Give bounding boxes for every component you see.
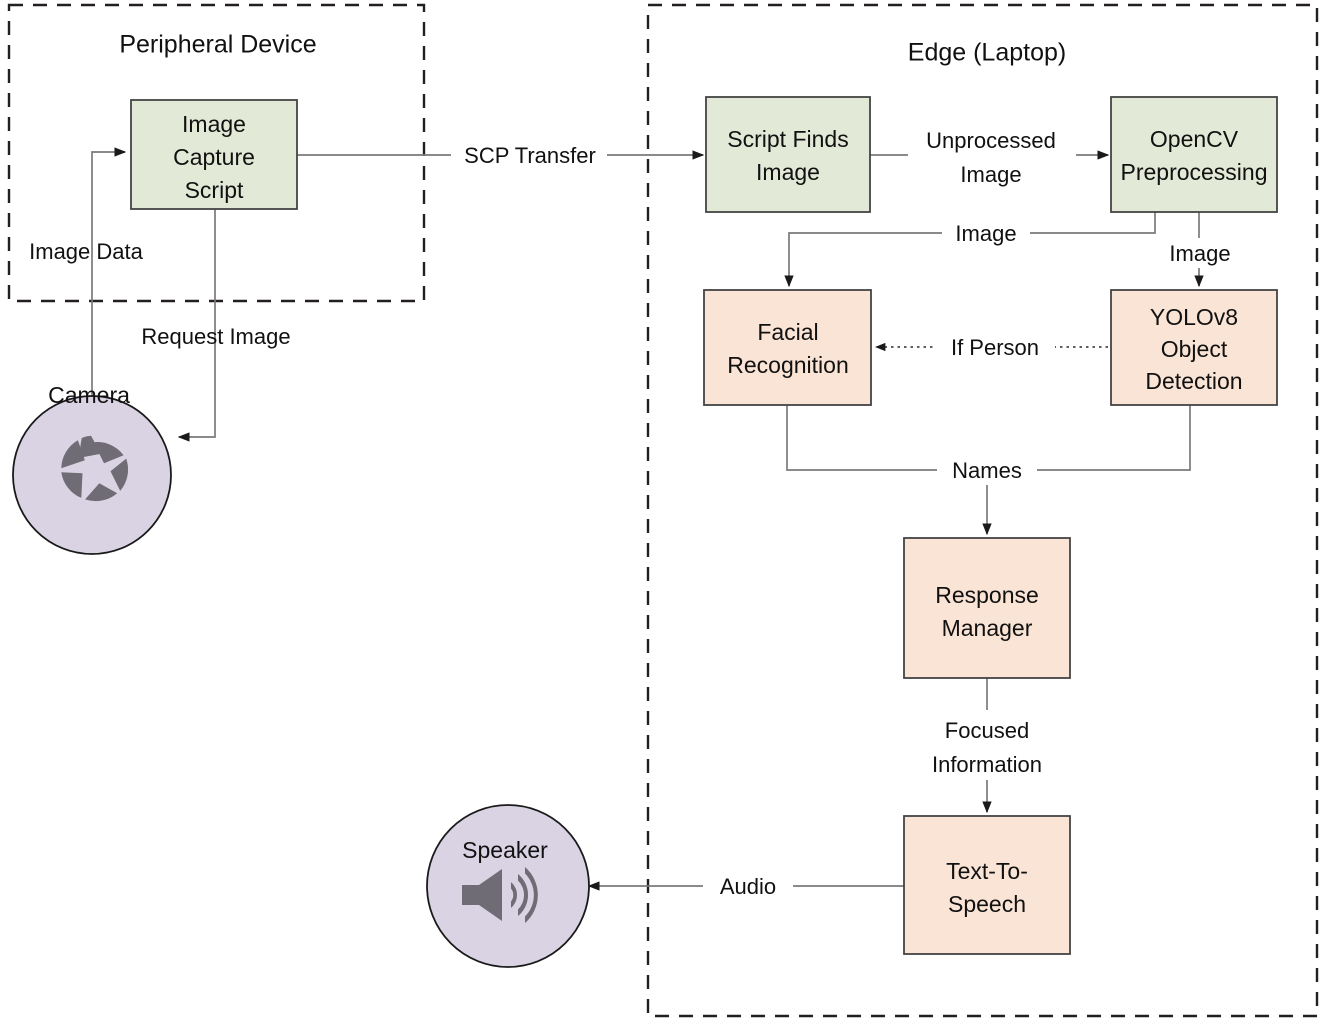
edge-label-if-person: If Person [951, 335, 1039, 360]
group-frame-peripheral-device [7, 3, 426, 303]
node-script-finds-image[interactable]: Script Finds Image [705, 96, 871, 213]
edge-if-person: If Person [874, 332, 1108, 362]
edge-image-data: Image Data [29, 147, 144, 398]
node-label-text-to-speech-line1: Text-To- [946, 858, 1028, 884]
node-circle-speaker[interactable] [426, 804, 590, 968]
node-label-facial-recognition-line1: Facial [757, 319, 818, 345]
edge-label-request-image: Request Image [141, 324, 290, 349]
edge-request-image: Request Image [141, 209, 291, 442]
node-rect-facial-recognition[interactable] [703, 289, 872, 406]
group-title-edge-laptop: Edge (Laptop) [908, 39, 1066, 67]
edge-names: Names [786, 404, 1191, 536]
edge-label-focused-information-line2: Information [932, 752, 1042, 777]
node-rect-image-capture-script[interactable] [130, 99, 298, 210]
node-circle-camera[interactable] [12, 395, 172, 555]
edge-label-bg-scp-transfer [451, 140, 607, 170]
aperture-icon [61, 435, 129, 502]
speaker-icon [462, 867, 538, 923]
node-label-opencv-preprocessing-line2: Preprocessing [1120, 159, 1267, 185]
edge-label-image-to-yolov8: Image [1169, 241, 1230, 266]
edge-label-bg-if-person [935, 332, 1055, 362]
node-facial-recognition[interactable]: Facial Recognition [703, 289, 872, 406]
edge-label-bg-audio [703, 871, 793, 901]
node-opencv-preprocessing[interactable]: OpenCV Preprocessing [1110, 96, 1278, 213]
edge-focused-information: Focused Information [903, 678, 1073, 814]
group-title-peripheral-device: Peripheral Device [119, 31, 316, 59]
node-rect-text-to-speech[interactable] [903, 815, 1071, 955]
edge-label-focused-information-line1: Focused [945, 718, 1029, 743]
node-yolov8-object-detection[interactable]: YOLOv8 Object Detection [1110, 289, 1278, 406]
edge-label-names: Names [952, 458, 1022, 483]
node-rect-opencv-preprocessing[interactable] [1110, 96, 1278, 213]
node-label-yolov8-line3: Detection [1145, 368, 1242, 394]
node-label-image-capture-script-line1: Image [182, 111, 246, 137]
node-label-yolov8-line1: YOLOv8 [1150, 304, 1238, 330]
node-label-response-manager-line2: Manager [942, 615, 1033, 641]
node-response-manager[interactable]: Response Manager [903, 537, 1071, 679]
node-label-yolov8-line2: Object [1161, 336, 1228, 362]
edge-label-bg-focused-information [903, 710, 1073, 780]
edge-scp-transfer: SCP Transfer [297, 140, 705, 170]
node-label-speaker: Speaker [462, 837, 548, 863]
edge-unprocessed-image: Unprocessed Image [870, 120, 1110, 190]
node-label-script-finds-image-line1: Script Finds [727, 126, 848, 152]
node-label-image-capture-script-line2: Capture [173, 144, 255, 170]
node-rect-yolov8-object-detection[interactable] [1110, 289, 1278, 406]
edge-label-scp-transfer: SCP Transfer [464, 143, 596, 168]
edge-image-to-yolov8: Image [1156, 211, 1244, 288]
node-rect-script-finds-image[interactable] [705, 96, 871, 213]
node-label-response-manager-line1: Response [935, 582, 1039, 608]
node-label-image-capture-script-line3: Script [185, 177, 244, 203]
node-label-camera: Camera [48, 382, 130, 408]
edge-label-image-data: Image Data [29, 239, 143, 264]
edge-label-unprocessed-image-line1: Unprocessed [926, 128, 1056, 153]
node-rect-response-manager[interactable] [903, 537, 1071, 679]
edge-label-audio: Audio [720, 874, 776, 899]
edge-audio: Audio [587, 871, 904, 901]
edge-label-bg-image-right [1156, 238, 1244, 268]
node-label-opencv-preprocessing-line1: OpenCV [1150, 126, 1239, 152]
edge-image-to-facial-recognition: Image [784, 211, 1156, 288]
edge-label-bg-names [937, 455, 1037, 485]
node-label-text-to-speech-line2: Speech [948, 891, 1026, 917]
node-text-to-speech[interactable]: Text-To- Speech [903, 815, 1071, 955]
node-label-facial-recognition-line2: Recognition [727, 352, 848, 378]
node-camera[interactable]: Camera [12, 382, 172, 555]
edge-label-bg-image-left [942, 218, 1030, 248]
edge-label-bg-unprocessed-image [908, 120, 1076, 190]
node-label-script-finds-image-line2: Image [756, 159, 820, 185]
node-image-capture-script[interactable]: Image Capture Script [130, 99, 298, 210]
edge-label-unprocessed-image-line2: Image [960, 162, 1021, 187]
node-speaker[interactable]: Speaker [426, 804, 590, 968]
edge-label-image-to-facial-recognition: Image [955, 221, 1016, 246]
